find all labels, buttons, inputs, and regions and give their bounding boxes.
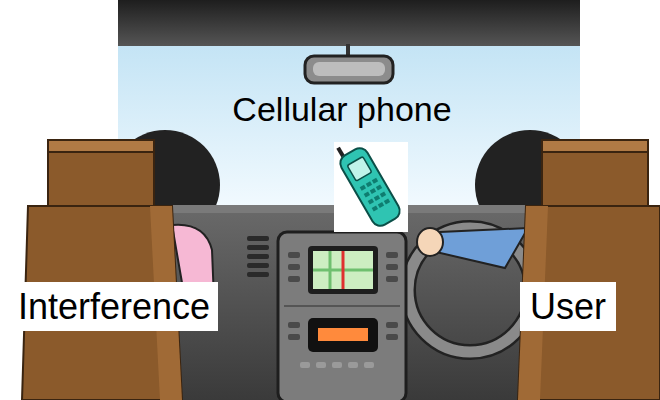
- part-label: Cellular phone: [228, 90, 455, 129]
- part-label: User: [520, 282, 616, 331]
- part-label: Interference: [10, 282, 218, 331]
